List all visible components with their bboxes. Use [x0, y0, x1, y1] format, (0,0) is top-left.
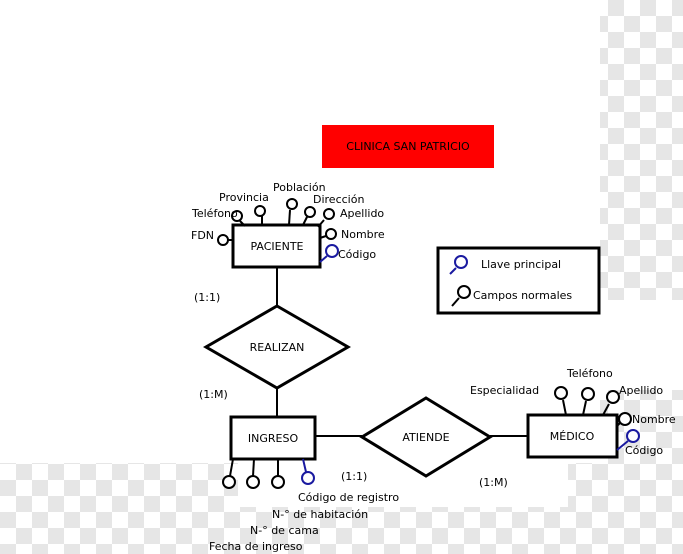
- entity-paciente[interactable]: PACIENTE: [231, 223, 322, 269]
- relationship-realizan[interactable]: REALIZAN: [203, 304, 351, 390]
- attr-codigo-registro-key[interactable]: Código de registro: [298, 458, 399, 504]
- attr-telefono-medico[interactable]: Teléfono: [566, 367, 613, 416]
- attr-num-cama[interactable]: N-° de cama: [246, 458, 319, 537]
- attr-telefono-paciente-label: Teléfono: [191, 207, 238, 220]
- entity-medico-label: MÉDICO: [550, 430, 595, 443]
- attr-num-cama-label: N-° de cama: [250, 524, 319, 537]
- entity-ingreso-label: INGRESO: [248, 432, 299, 445]
- attr-codigo-registro-label: Código de registro: [298, 491, 399, 504]
- attr-provincia[interactable]: Provincia: [219, 191, 269, 225]
- ingreso-attributes: Fecha de ingreso N-° de cama N-° de habi…: [209, 458, 399, 553]
- white-canvas: [0, 0, 683, 463]
- paciente-attributes: Provincia Población Dirección Teléfono A…: [191, 181, 385, 263]
- legend-key-icon: [449, 255, 468, 275]
- relationship-realizan-label: REALIZAN: [250, 341, 305, 354]
- cardinality-atiende-medico: (1:M): [479, 476, 508, 489]
- attr-direccion[interactable]: Dirección: [302, 193, 364, 226]
- attr-poblacion-label: Población: [273, 181, 326, 194]
- entity-medico[interactable]: MÉDICO: [526, 413, 619, 459]
- legend-normal-label: Campos normales: [473, 289, 572, 302]
- attr-num-habitacion[interactable]: N-° de habitación: [271, 459, 368, 521]
- attr-fdn[interactable]: FDN: [191, 229, 233, 246]
- attr-telefono-paciente[interactable]: Teléfono: [191, 207, 246, 227]
- attr-codigo-medico-key[interactable]: Código: [616, 429, 663, 457]
- cardinality-ingreso-atiende: (1:1): [341, 470, 367, 483]
- attr-especialidad-label: Especialidad: [470, 384, 539, 397]
- attr-codigo-paciente-key[interactable]: Código: [319, 244, 376, 263]
- attr-provincia-label: Provincia: [219, 191, 269, 204]
- attr-poblacion[interactable]: Población: [273, 181, 326, 226]
- attr-fdn-label: FDN: [191, 229, 214, 242]
- attr-fecha-ingreso[interactable]: Fecha de ingreso: [209, 458, 303, 553]
- attr-nombre-medico[interactable]: Nombre: [616, 412, 676, 427]
- cardinality-paciente-realizan: (1:1): [194, 291, 220, 304]
- entity-ingreso[interactable]: INGRESO: [229, 415, 317, 461]
- attr-nombre-paciente[interactable]: Nombre: [319, 228, 385, 241]
- attr-telefono-medico-label: Teléfono: [566, 367, 613, 380]
- legend-key-label: Llave principal: [481, 258, 561, 271]
- attr-codigo-paciente-label: Código: [338, 248, 376, 261]
- legend: Llave principal Campos normales: [436, 246, 601, 315]
- relationship-atiende[interactable]: ATIENDE: [359, 396, 493, 478]
- attr-apellido-medico-label: Apellido: [619, 384, 663, 397]
- legend-normal-icon: [451, 285, 471, 307]
- attr-nombre-medico-label: Nombre: [632, 413, 676, 426]
- title-banner: [322, 125, 494, 168]
- entity-paciente-label: PACIENTE: [250, 240, 303, 253]
- connector-lines: [276, 267, 528, 437]
- cardinality-realizan-ingreso: (1:M): [199, 388, 228, 401]
- diagram-title: CLINICA SAN PATRICIO: [346, 140, 470, 153]
- attr-num-habitacion-label: N-° de habitación: [272, 508, 368, 521]
- attr-apellido-medico[interactable]: Apellido: [602, 384, 663, 416]
- attr-nombre-paciente-label: Nombre: [341, 228, 385, 241]
- attr-codigo-medico-label: Código: [625, 444, 663, 457]
- relationship-atiende-label: ATIENDE: [402, 431, 449, 444]
- attr-apellido-paciente[interactable]: Apellido: [317, 207, 384, 228]
- attr-especialidad[interactable]: Especialidad: [470, 384, 568, 416]
- attr-fecha-ingreso-label: Fecha de ingreso: [209, 540, 303, 553]
- attr-apellido-paciente-label: Apellido: [340, 207, 384, 220]
- white-canvas-bottom: [238, 463, 568, 507]
- attr-direccion-label: Dirección: [313, 193, 364, 206]
- medico-attributes: Especialidad Teléfono Apellido Nombre Có…: [470, 367, 676, 457]
